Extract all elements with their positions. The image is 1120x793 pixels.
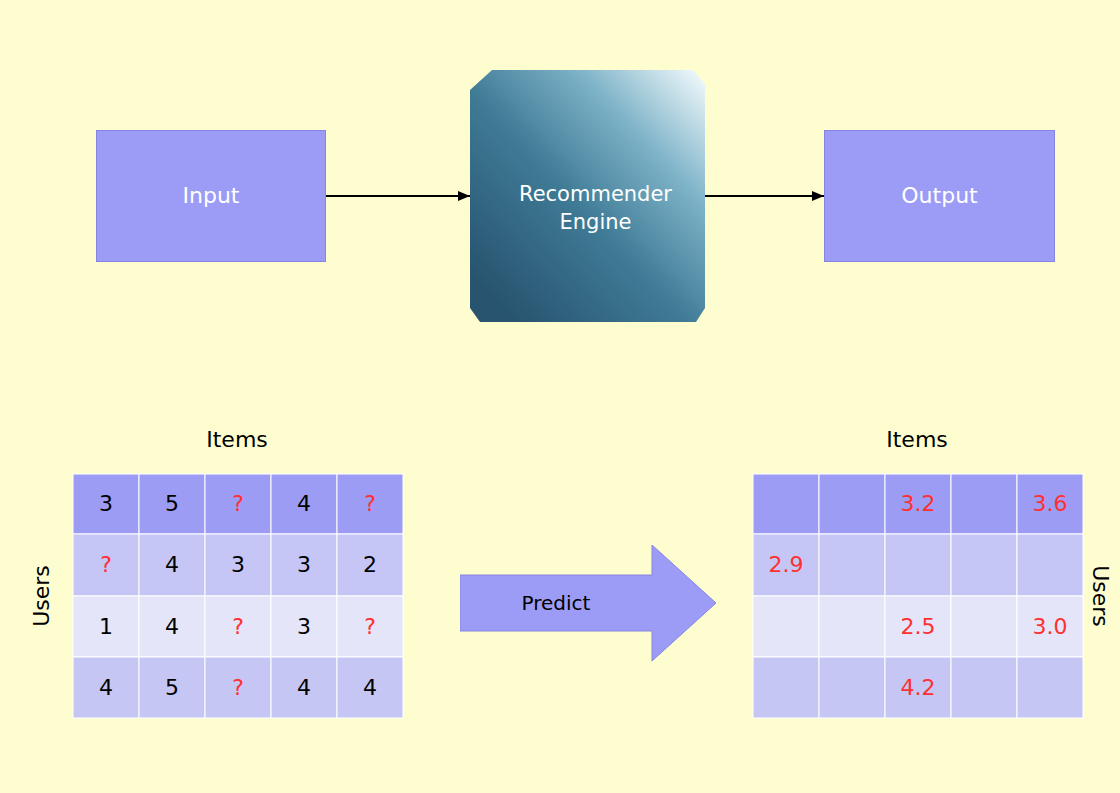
- flow-arrow: [326, 195, 470, 197]
- matrix-cell: [885, 657, 951, 718]
- matrix-cell: [885, 596, 951, 657]
- table-cell: ?: [232, 674, 244, 700]
- matrix-cell: [753, 534, 819, 596]
- matrix-cell: [337, 534, 403, 596]
- matrix-cell: [885, 534, 951, 596]
- node-label: Output: [901, 181, 977, 211]
- arrow-outline: [460, 545, 716, 661]
- matrix-cell: [337, 474, 403, 534]
- matrix-cell: [205, 657, 271, 718]
- matrix-cell: [139, 474, 205, 534]
- table-cell: ?: [232, 491, 244, 517]
- table-cell: 4: [165, 613, 179, 639]
- table-cell: 3: [231, 552, 245, 578]
- node-label: Input: [183, 181, 240, 211]
- predicted-cell: 2.9: [769, 552, 804, 578]
- matrix-cell: [271, 534, 337, 596]
- table-cell: 4: [99, 674, 113, 700]
- table-cell: ?: [364, 613, 376, 639]
- matrix-cell: [951, 596, 1017, 657]
- matrix-cell: [205, 596, 271, 657]
- table-cell: 3: [297, 613, 311, 639]
- predicted-cell: 3.0: [1033, 613, 1068, 639]
- matrix-cell: [819, 596, 885, 657]
- matrix-cell: [819, 474, 885, 534]
- matrix-cell: [1017, 657, 1083, 718]
- matrix-cell: [73, 534, 139, 596]
- matrix-cell: [819, 657, 885, 718]
- matrix-cell: [753, 474, 819, 534]
- matrix-cell: [73, 474, 139, 534]
- input-box: Input: [96, 130, 326, 262]
- table-cell: ?: [364, 491, 376, 517]
- matrix-cell: [139, 596, 205, 657]
- predicted-cell: 2.5: [901, 613, 936, 639]
- row-heading: Users: [29, 565, 55, 627]
- column-heading: Items: [886, 427, 948, 453]
- matrix-cell: [1017, 596, 1083, 657]
- matrix-cell: [951, 474, 1017, 534]
- matrix-cell: [271, 596, 337, 657]
- matrix-cell: [73, 657, 139, 718]
- matrix-cell: [139, 534, 205, 596]
- matrix-cell: [73, 596, 139, 657]
- matrix-cell: [885, 474, 951, 534]
- engine-outline: [470, 70, 705, 322]
- table-cell: 4: [297, 491, 311, 517]
- matrix-cell: [271, 474, 337, 534]
- rating-matrix: [73, 474, 403, 718]
- predicted-cell: 3.6: [1033, 491, 1068, 517]
- predicted-cell: 4.2: [901, 674, 936, 700]
- node-label: Recommender Engine: [506, 180, 686, 237]
- matrix-cell: [753, 596, 819, 657]
- row-heading: Users: [1087, 565, 1113, 627]
- matrix-cell: [337, 596, 403, 657]
- rating-matrix: [753, 474, 1083, 718]
- matrix-cell: [205, 534, 271, 596]
- predicted-cell: 3.2: [901, 491, 936, 517]
- table-cell: 4: [165, 552, 179, 578]
- table-cell: 4: [297, 674, 311, 700]
- column-heading: Items: [206, 427, 268, 453]
- matrix-cell: [1017, 534, 1083, 596]
- node-label: Predict: [522, 590, 591, 617]
- table-cell: 5: [165, 674, 179, 700]
- matrix-cell: [139, 657, 205, 718]
- matrix-cell: [205, 474, 271, 534]
- table-cell: 3: [99, 491, 113, 517]
- table-cell: 4: [363, 674, 377, 700]
- matrix-cell: [951, 534, 1017, 596]
- matrix-cell: [819, 534, 885, 596]
- output-box: Output: [824, 130, 1055, 262]
- matrix-cell: [337, 657, 403, 718]
- table-cell: ?: [100, 552, 112, 578]
- table-cell: 5: [165, 491, 179, 517]
- matrix-cell: [951, 657, 1017, 718]
- table-cell: 3: [297, 552, 311, 578]
- predict-arrow: Predict: [460, 545, 716, 661]
- matrix-cell: [753, 657, 819, 718]
- engine-block: Recommender Engine: [470, 70, 705, 322]
- table-cell: 1: [99, 613, 113, 639]
- table-cell: 2: [363, 552, 377, 578]
- matrix-cell: [1017, 474, 1083, 534]
- flow-arrow: [705, 195, 824, 197]
- table-cell: ?: [232, 613, 244, 639]
- matrix-cell: [271, 657, 337, 718]
